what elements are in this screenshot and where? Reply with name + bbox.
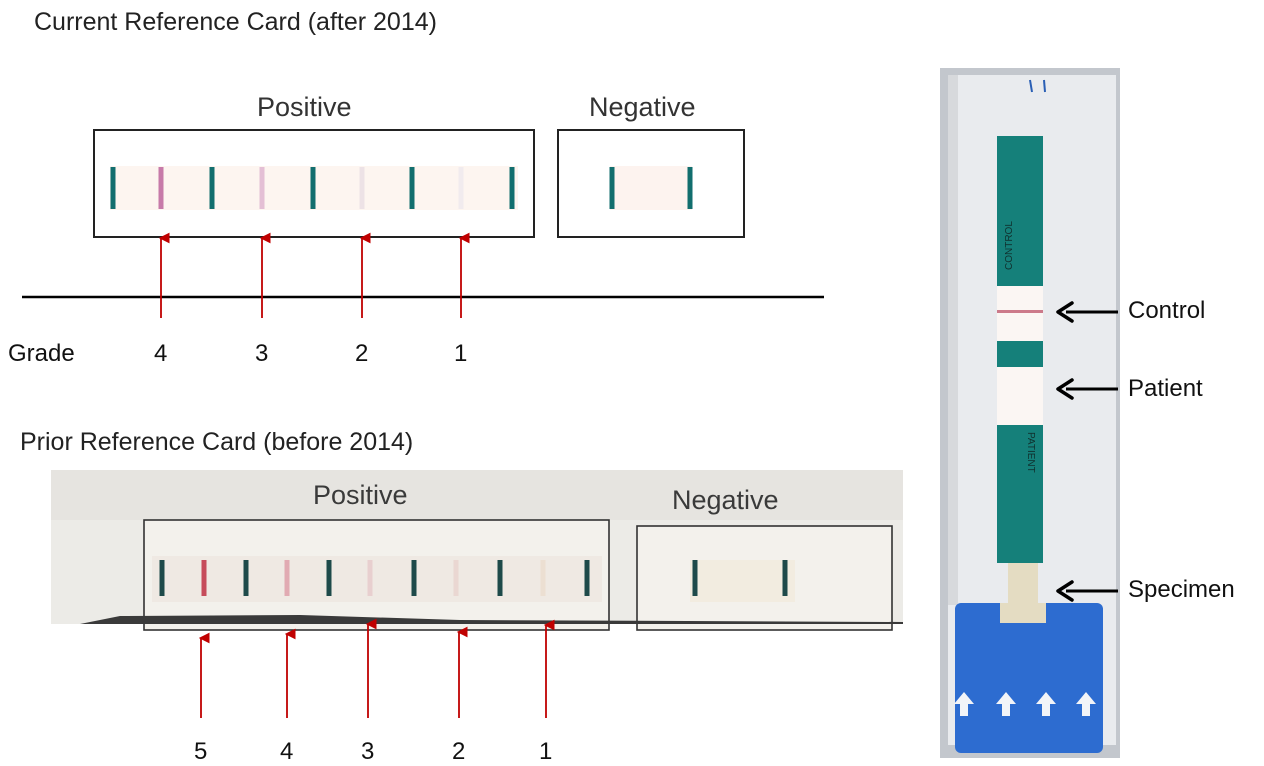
prior-card-title: Prior Reference Card (before 2014) (20, 428, 414, 456)
current-test-band (359, 167, 365, 209)
strip-divider-band (997, 341, 1043, 367)
strip-patient-label-area (997, 425, 1043, 563)
prior-test-band (284, 560, 290, 596)
prior-positive-label: Positive (313, 480, 408, 510)
prior-card-photo-top (51, 470, 903, 520)
prior-control-line (159, 560, 165, 596)
current-control-line (509, 167, 515, 209)
current-test-band (458, 167, 464, 209)
prior-control-line (326, 560, 332, 596)
up-arrow-icon (996, 692, 1016, 716)
prior-test-band (367, 560, 373, 596)
current-grade-number: 1 (454, 340, 468, 367)
strip-patient-window (997, 367, 1043, 425)
current-card-title: Current Reference Card (after 2014) (34, 8, 437, 36)
prior-test-band (453, 560, 459, 596)
prior-control-line (584, 560, 590, 596)
up-arrow-icon (1076, 692, 1096, 716)
current-test-band (158, 167, 164, 209)
up-arrow-icon (954, 692, 974, 716)
prior-control-line (243, 560, 249, 596)
callout-arrows (1056, 301, 1118, 602)
prior-control-line (411, 560, 417, 596)
current-card-lines (110, 167, 693, 209)
current-control-line (310, 167, 316, 209)
current-card-arrows (158, 232, 470, 318)
prior-control-line (782, 560, 788, 596)
prior-card-shadow-edge (80, 615, 903, 624)
prior-grade-number: 4 (280, 738, 294, 765)
prior-card-arrows (198, 618, 555, 718)
prior-test-band (201, 560, 207, 596)
strip-control-line (997, 310, 1043, 313)
prior-grade-number: 1 (539, 738, 553, 765)
prior-control-line (692, 560, 698, 596)
strip-patient-text: PATIENT (1025, 432, 1036, 473)
current-control-line (609, 167, 615, 209)
grade-label: Grade (8, 340, 75, 367)
strip-control-window (997, 286, 1043, 341)
current-control-line (209, 167, 215, 209)
current-negative-strip (610, 166, 692, 210)
prior-grade-number: 2 (452, 738, 466, 765)
prior-grade-number: 5 (194, 738, 208, 765)
strip-control-label-area (997, 136, 1043, 286)
callout-specimen: Specimen (1128, 576, 1235, 603)
left-arrow-icon (1056, 378, 1074, 400)
strip-blue-base (955, 603, 1103, 753)
current-control-line (687, 167, 693, 209)
left-arrow-icon (1056, 301, 1074, 323)
current-grade-number: 3 (255, 340, 269, 367)
current-control-line (409, 167, 415, 209)
prior-grade-number: 3 (361, 738, 375, 765)
current-grade-number: 4 (154, 340, 168, 367)
up-arrow-icon (1036, 692, 1056, 716)
left-arrow-icon (1056, 580, 1074, 602)
current-negative-label: Negative (589, 92, 696, 122)
prior-control-line (497, 560, 503, 596)
current-positive-label: Positive (257, 92, 352, 122)
prior-card-lines (159, 560, 788, 596)
strip-control-text: CONTROL (1004, 221, 1015, 270)
callout-patient: Patient (1128, 375, 1203, 402)
prior-negative-label: Negative (672, 485, 779, 515)
prior-positive-strip (152, 556, 602, 602)
current-test-band (259, 167, 265, 209)
callout-control: Control (1128, 297, 1206, 324)
prior-negative-strip (690, 560, 795, 602)
base-arrow-icons (954, 692, 1096, 716)
current-grade-number: 2 (355, 340, 369, 367)
prior-test-band (540, 560, 546, 596)
current-control-line (110, 167, 116, 209)
